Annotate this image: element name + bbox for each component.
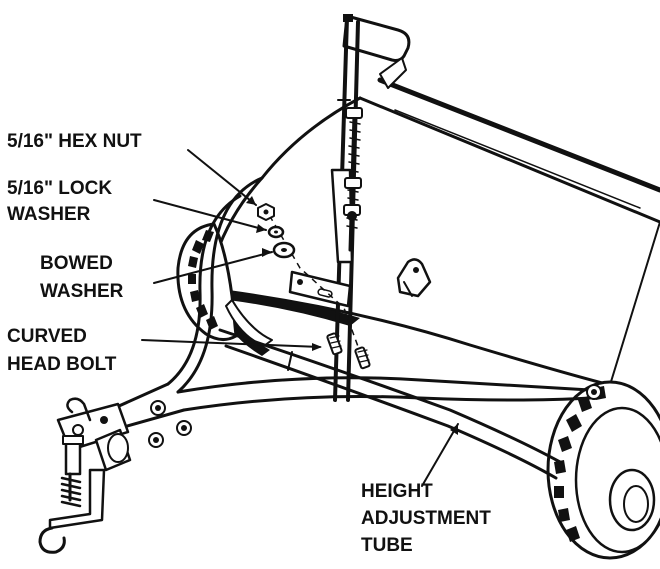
leader-bowed-washer: [153, 251, 273, 284]
label-bowed-washer: BOWED WASHER: [40, 253, 124, 302]
leader-height-tube: [421, 423, 459, 487]
leader-hex-nut: [187, 149, 257, 206]
hardware-stack: [257, 203, 371, 370]
label-height-adjustment-tube: HEIGHT ADJUSTMENT TUBE: [361, 481, 496, 556]
label-lock-washer: 5/16" LOCK WASHER: [7, 178, 117, 225]
hitch-assembly: [38, 397, 132, 554]
tow-frame: [108, 176, 592, 430]
frame-bolts: [148, 384, 602, 448]
leader-lines: [141, 149, 459, 487]
bowed-washer-part: [272, 241, 296, 259]
gate-bracket: [396, 258, 432, 298]
right-wheel: [546, 380, 660, 560]
left-wheel: [176, 222, 273, 347]
curved-head-bolt-part: [326, 332, 371, 370]
hex-nut-part: [257, 203, 275, 221]
upright-handle: [288, 14, 411, 402]
leader-curved-head-bolt: [141, 339, 321, 348]
label-curved-head-bolt: CURVED HEAD BOLT: [7, 326, 117, 375]
lock-washer-part: [267, 225, 285, 239]
leader-lock-washer: [153, 199, 267, 231]
label-hex-nut: 5/16" HEX NUT: [7, 131, 142, 152]
callout-labels: 5/16" HEX NUT 5/16" LOCK WASHER BOWED WA…: [7, 131, 496, 556]
height-adjustment-tube: [218, 328, 562, 480]
